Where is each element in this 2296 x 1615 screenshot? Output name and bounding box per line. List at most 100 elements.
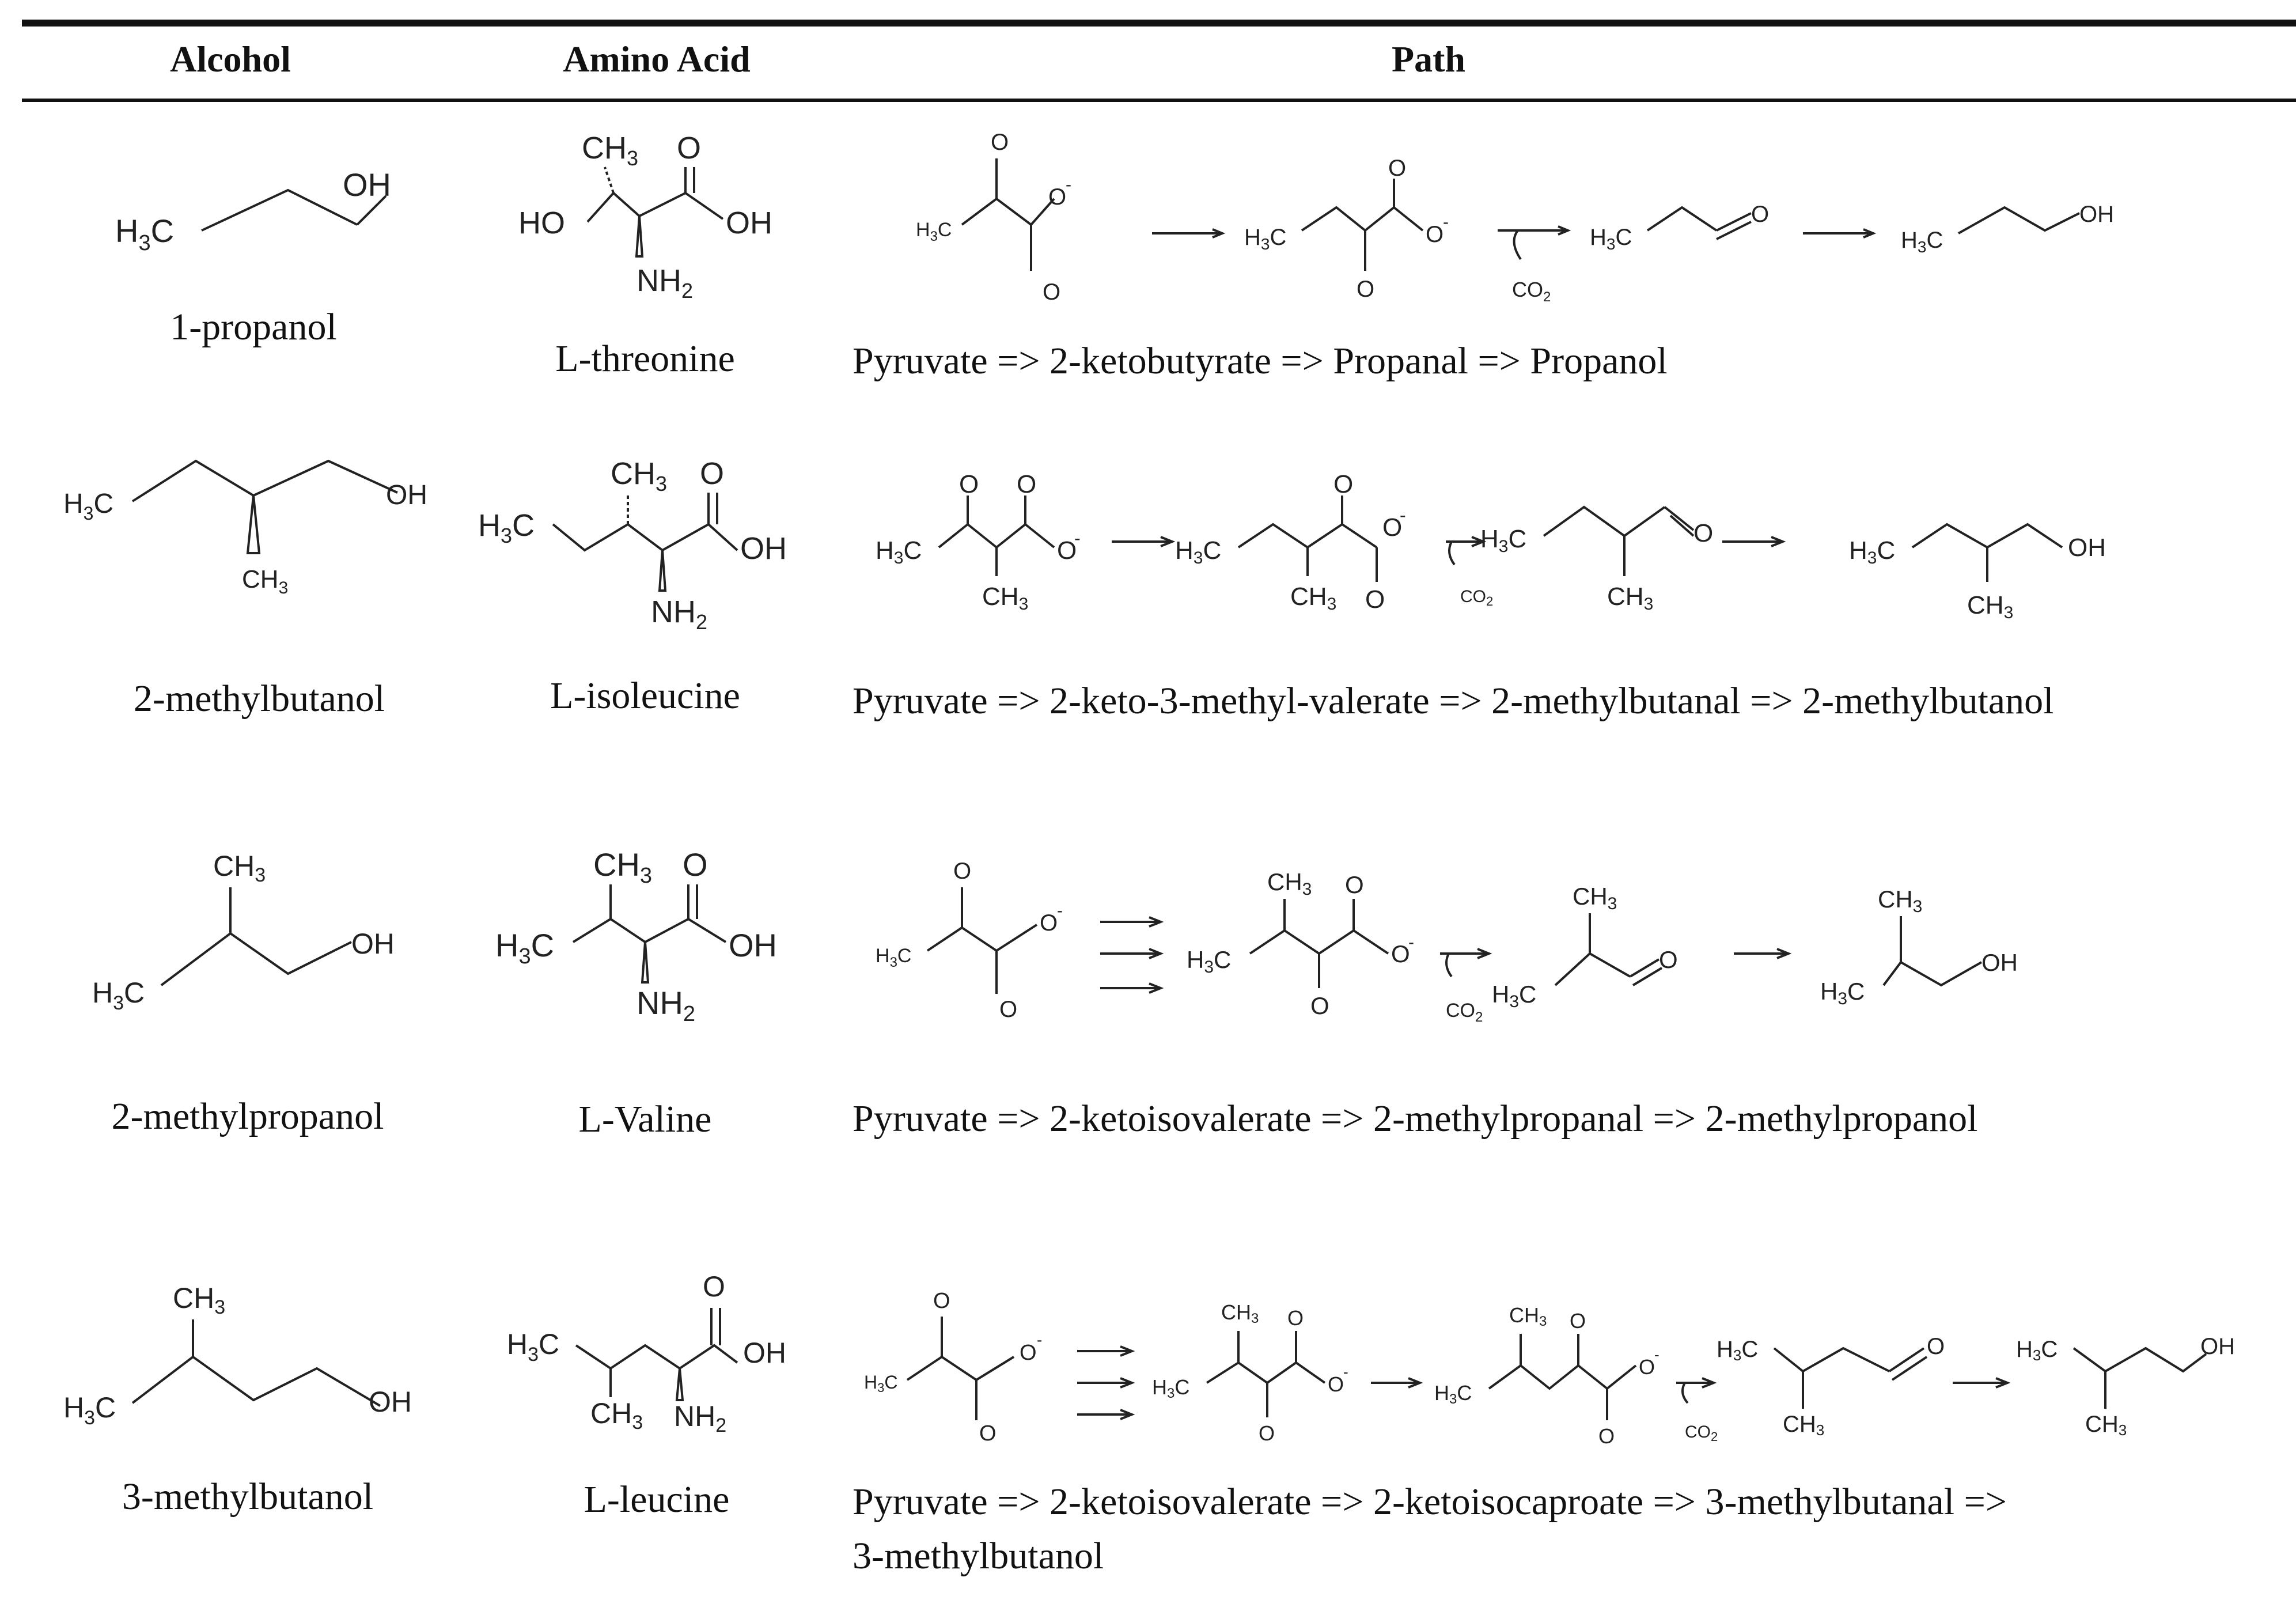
svg-text:CH3: CH3 (1290, 583, 1336, 614)
svg-text:CH3: CH3 (1878, 886, 1922, 916)
structure-l-leucine: O H3C OH CH3 NH2 (507, 1270, 786, 1436)
alcohol-name-3: 2-methylpropanol (111, 1095, 384, 1137)
svg-text:HO: HO (518, 206, 565, 240)
svg-text:O: O (1426, 222, 1443, 247)
svg-text:OH: OH (343, 167, 391, 203)
svg-text:CH3: CH3 (242, 565, 288, 597)
svg-text:O: O (700, 456, 724, 491)
svg-text:OH: OH (369, 1386, 412, 1418)
svg-text:OH: OH (2068, 534, 2106, 562)
svg-text:O: O (1043, 279, 1060, 305)
svg-text:O: O (1927, 1334, 1945, 1359)
header-path: Path (1392, 39, 1465, 80)
amino-acid-name-1: L-threonine (555, 338, 735, 380)
svg-text:H3C: H3C (1590, 225, 1632, 253)
svg-text:NH2: NH2 (636, 263, 693, 302)
table-top-rule (22, 20, 2296, 27)
svg-text:-: - (1057, 901, 1063, 920)
structure-l-valine: CH3 O H3C OH NH2 (495, 846, 777, 1026)
svg-text:OH: OH (729, 927, 777, 963)
svg-text:H3C: H3C (115, 213, 174, 255)
svg-text:CH3: CH3 (982, 583, 1028, 614)
svg-text:O: O (1345, 871, 1364, 898)
svg-text:CH3: CH3 (1509, 1303, 1547, 1329)
svg-text:H3C: H3C (1717, 1337, 1758, 1364)
svg-text:O: O (979, 1421, 997, 1446)
svg-text:-: - (1443, 213, 1449, 232)
svg-text:CH3: CH3 (611, 456, 667, 496)
svg-text:O: O (1287, 1306, 1304, 1330)
path-text-4-line-1: Pyruvate => 2-ketoisovalerate => 2-ketoi… (853, 1481, 2007, 1523)
svg-text:-: - (1037, 1331, 1042, 1349)
svg-text:O: O (703, 1270, 725, 1303)
alcohol-name-1: 1-propanol (170, 306, 337, 348)
structure-3-methylbutanol: CH3 H3C OH (63, 1282, 412, 1429)
svg-text:O: O (677, 131, 701, 165)
svg-text:CH3: CH3 (1267, 868, 1312, 899)
structure-l-isoleucine: H3C CH3 O OH NH2 (478, 456, 787, 634)
svg-text:OH: OH (2079, 202, 2114, 227)
svg-text:-: - (1654, 1346, 1660, 1363)
svg-text:O: O (1357, 277, 1374, 302)
svg-text:H3C: H3C (1849, 536, 1895, 568)
svg-text:CH3: CH3 (590, 1397, 643, 1434)
structure-2-methylbutanol: H3C CH3 OH (63, 459, 427, 597)
path-text-4-line-2: 3-methylbutanol (853, 1535, 1104, 1577)
alcohol-name-2: 2-methylbutanol (133, 678, 385, 720)
header-amino-acid: Amino Acid (563, 39, 751, 80)
structure-l-threonine: CH3 O HO OH NH2 (518, 131, 772, 302)
svg-text:O: O (1017, 470, 1036, 498)
svg-text:H3C: H3C (1901, 228, 1943, 256)
svg-text:O: O (1598, 1424, 1615, 1448)
svg-text:CO2: CO2 (1685, 1423, 1718, 1444)
svg-text:-: - (1074, 528, 1081, 549)
svg-text:H3C: H3C (92, 977, 145, 1014)
svg-text:OH: OH (726, 206, 772, 240)
svg-text:O: O (1328, 1372, 1344, 1396)
svg-text:O: O (999, 997, 1017, 1022)
header-alcohol: Alcohol (170, 39, 291, 80)
svg-text:OH: OH (740, 531, 787, 566)
svg-text:H3C: H3C (507, 1328, 559, 1366)
pathway-row-4: H3C O O- O H3C CH3 O O O- H3C CH3 O O O-… (864, 1289, 2235, 1448)
structure-1-propanol: H3C OH (115, 167, 391, 255)
pathway-row-3: H3C O O- O H3C CH3 O O O- CO2 H3C CH3 O … (876, 858, 2018, 1025)
svg-text:CO2: CO2 (1460, 587, 1493, 608)
svg-text:OH: OH (2200, 1334, 2235, 1359)
svg-text:O: O (953, 858, 971, 884)
svg-text:H3C: H3C (63, 1391, 116, 1429)
svg-text:O: O (1388, 156, 1406, 181)
table-header-rule (22, 99, 2296, 102)
svg-text:O: O (1040, 910, 1058, 936)
svg-text:-: - (1343, 1363, 1348, 1380)
svg-text:NH2: NH2 (674, 1400, 726, 1436)
svg-text:O: O (991, 130, 1009, 155)
svg-text:H3C: H3C (1175, 536, 1221, 568)
svg-text:NH2: NH2 (651, 595, 707, 634)
svg-text:O: O (1391, 940, 1410, 967)
svg-text:NH2: NH2 (636, 985, 695, 1026)
svg-text:CH3: CH3 (582, 131, 638, 170)
svg-text:H3C: H3C (876, 536, 922, 568)
svg-text:O: O (1382, 513, 1402, 542)
svg-text:O: O (1057, 536, 1077, 565)
svg-text:O: O (1751, 202, 1769, 227)
svg-text:-: - (1408, 933, 1414, 952)
svg-text:O: O (1659, 946, 1678, 973)
svg-text:H3C: H3C (1492, 981, 1536, 1011)
alcohol-name-4: 3-methylbutanol (122, 1476, 374, 1518)
svg-text:O: O (1259, 1421, 1275, 1445)
svg-text:H3C: H3C (916, 219, 952, 244)
svg-text:O: O (1570, 1309, 1586, 1333)
svg-text:OH: OH (1981, 949, 2018, 976)
svg-text:CH3: CH3 (1573, 883, 1617, 913)
svg-text:H3C: H3C (478, 508, 535, 547)
svg-text:H3C: H3C (1244, 225, 1286, 253)
svg-text:O: O (1365, 585, 1385, 614)
svg-text:OH: OH (386, 480, 427, 510)
pathway-row-1: H3C O O- O H3C O O O- CO2 H3C O H3C OH (916, 130, 2114, 305)
pathway-row-2: H3C O O CH3 O- H3C CH3 O O O- CO2 H3C O … (876, 470, 2106, 622)
svg-text:-: - (1400, 505, 1406, 525)
svg-text:O: O (1693, 519, 1713, 547)
svg-text:O: O (959, 470, 979, 498)
